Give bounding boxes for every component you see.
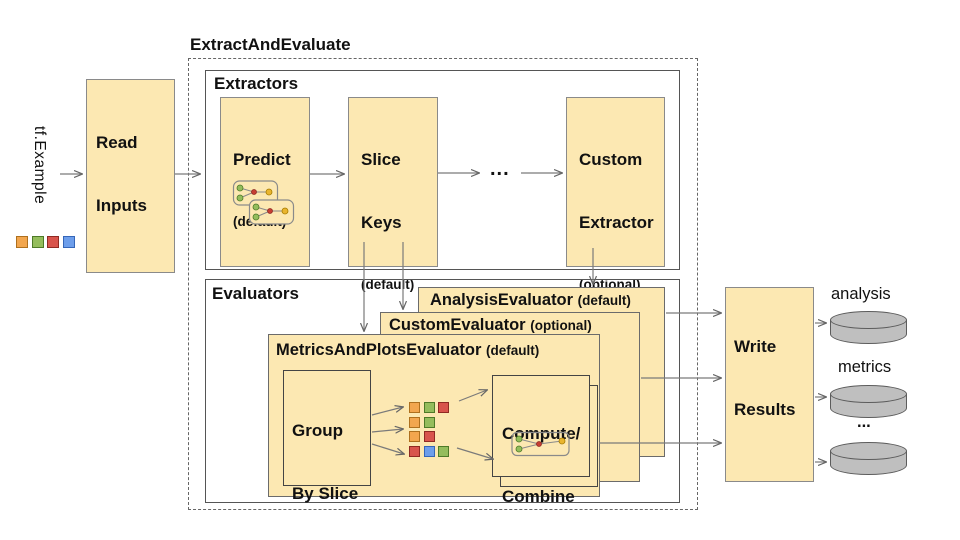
slice-grid-swatch-orange (409, 431, 420, 442)
slice-grid-swatch-blue (423, 445, 435, 457)
diagram-title: ExtractAndEvaluate (190, 35, 351, 54)
read-inputs-label-line2: Inputs (96, 196, 147, 215)
input-legend-swatch-green (31, 236, 44, 248)
metrics-and-plots-evaluator-qualifier: (default) (485, 343, 540, 358)
slice-keys-label-line1: Slice (361, 150, 401, 169)
analysis-evaluator-qualifier: (default) (577, 293, 631, 308)
slice-grid-swatch-red (438, 402, 449, 413)
slice-grid-swatch-green (423, 402, 435, 413)
evaluators-label: Evaluators (212, 284, 299, 303)
compute-combine-label-line2: Combine (502, 487, 575, 506)
slice-grid-swatch-red (423, 431, 435, 442)
custom-evaluator-name: CustomEvaluator (389, 316, 526, 334)
slice-grid-swatch-red (409, 445, 420, 457)
input-label: tf.Example (31, 126, 48, 205)
write-results-box: Write Results (725, 287, 814, 482)
group-by-slice-box: Group By Slice (283, 370, 371, 503)
extractors-label: Extractors (214, 74, 299, 93)
group-by-slice-label-line2: By Slice (292, 484, 359, 503)
analysis-datastore-cylinder-icon (830, 311, 907, 344)
custom-extractor-label-line1: Custom (579, 150, 643, 169)
slice-keys-qualifier: (default) (361, 277, 415, 292)
slice-keys-label-line2: Keys (361, 213, 402, 232)
metrics-datastore-cylinder-icon (830, 385, 907, 418)
predict-qualifier: (default) (233, 214, 287, 229)
custom-extractor-label-line2: Extractor (579, 213, 654, 232)
extract-and-evaluate-container (188, 58, 698, 510)
slice-keys-extractor-box: Slice Keys (default) (348, 97, 438, 292)
write-results-label-line2: Results (734, 400, 796, 419)
custom-extractor-box: Custom Extractor (optional) (566, 97, 665, 292)
input-legend-swatch-orange (16, 236, 28, 248)
slice-grid-swatch-orange (409, 416, 420, 428)
input-legend-swatch-red (47, 236, 59, 248)
slice-grid-swatch-green (438, 445, 449, 457)
group-by-slice-label-line1: Group (292, 421, 343, 440)
metrics-and-plots-evaluator-name: MetricsAndPlotsEvaluator (276, 341, 482, 359)
metrics-and-plots-evaluator-title: MetricsAndPlotsEvaluator (default) (276, 341, 539, 360)
compute-combine-label-line1: Compute/ (502, 424, 581, 443)
slice-grid-swatch-green (423, 416, 435, 428)
analysis-evaluator-title: AnalysisEvaluator (default) (430, 291, 631, 310)
read-inputs-label-line1: Read (96, 133, 138, 152)
extractors-container (205, 70, 680, 270)
output-label-analysis: analysis (831, 285, 891, 303)
input-legend-swatch-blue (62, 236, 75, 248)
output-label-metrics: metrics (838, 358, 892, 376)
more-datastore-cylinder-icon (830, 442, 907, 475)
extractors-ellipsis: ... (490, 158, 510, 180)
slice-grid-swatch-orange (409, 402, 420, 413)
read-inputs-box: Read Inputs (86, 79, 175, 273)
custom-evaluator-qualifier: (optional) (530, 318, 592, 333)
custom-evaluator-title: CustomEvaluator (optional) (389, 316, 592, 335)
compute-combine-box: Compute/ Combine (492, 375, 590, 506)
evaluators-container (205, 279, 680, 503)
predict-label: Predict (233, 150, 291, 169)
predict-extractor-box: Predict (default) (220, 97, 310, 267)
analysis-evaluator-name: AnalysisEvaluator (430, 291, 574, 309)
write-results-label-line1: Write (734, 337, 777, 356)
output-label-ellipsis: ... (857, 413, 871, 431)
